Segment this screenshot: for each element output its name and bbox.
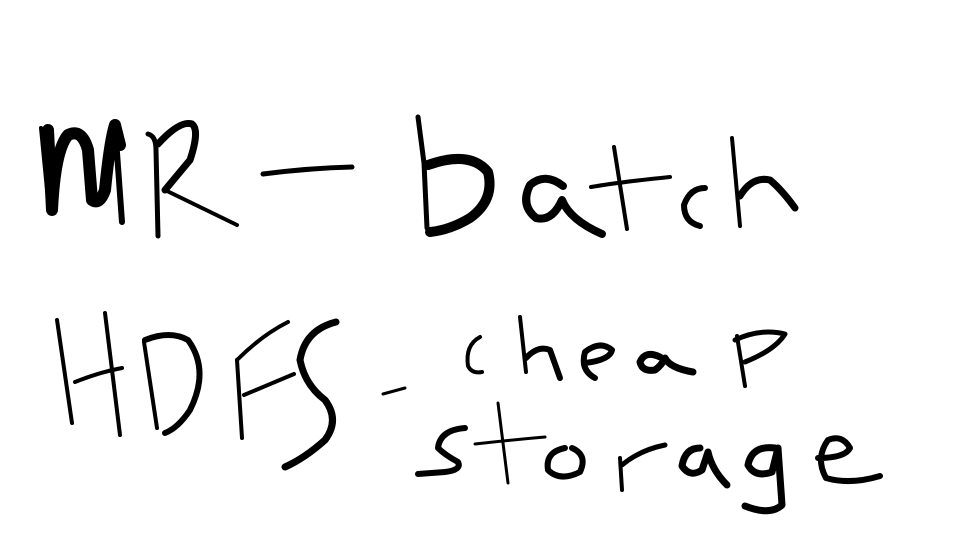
handwritten-storage <box>415 401 883 515</box>
separator-dash-1 <box>260 164 355 177</box>
handwritten-batch <box>415 114 799 238</box>
handwritten-hdfs <box>55 311 340 471</box>
handwritten-cheap <box>465 315 788 388</box>
separator-dash-2 <box>381 386 407 396</box>
handwritten-mr <box>39 119 239 239</box>
